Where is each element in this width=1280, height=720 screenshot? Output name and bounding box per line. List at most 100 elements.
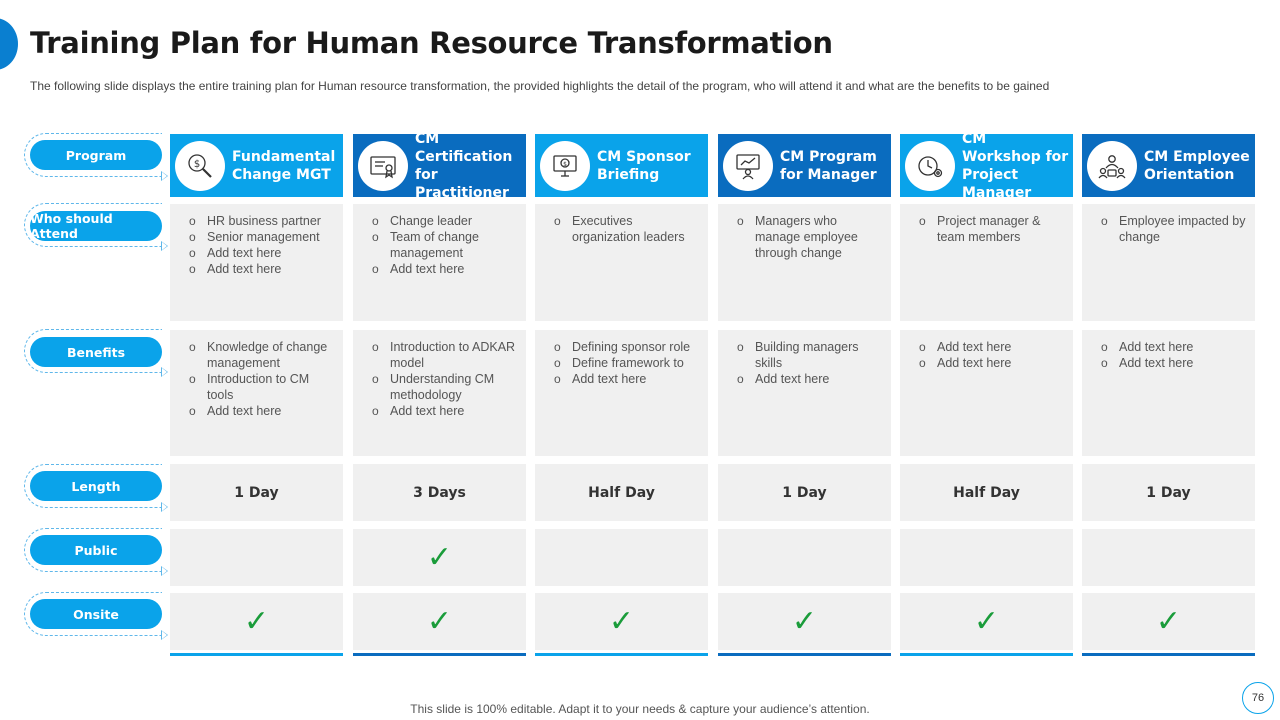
employee-group-icon [1087,140,1137,191]
attendees-list: Employee impacted by change [1082,204,1255,245]
public-cell [718,529,891,586]
attendees-cell: Employee impacted by change [1082,204,1255,321]
attendee-item: Add text here [372,261,520,277]
onsite-cell: ✓ [170,593,343,650]
monitor-money-icon: $ [540,140,590,191]
onsite-cell: ✓ [535,593,708,650]
benefits-list: Add text hereAdd text here [900,330,1073,371]
benefits-cell: Defining sponsor roleDefine framework to… [535,330,708,456]
onsite-cell: ✓ [900,593,1073,650]
column-accent-bar [535,653,708,656]
benefit-item: Add text here [919,339,1067,355]
benefit-item: Add text here [1101,339,1249,355]
benefit-item: Add text here [1101,355,1249,371]
row-connector [24,133,168,181]
program-header: CM Workshop for Project Manager [900,131,1073,201]
benefits-cell: Introduction to ADKAR modelUnderstanding… [353,330,526,456]
attendees-list: Change leaderTeam of change managementAd… [353,204,526,277]
length-cell: 1 Day [1082,464,1255,521]
benefit-item: Add text here [372,403,520,419]
row-label-public: Public [30,535,162,565]
program-header: $ Fundamental Change MGT [170,134,343,197]
page-number: 76 [1242,682,1274,714]
column-accent-bar [718,653,891,656]
program-title: Fundamental Change MGT [232,148,336,183]
svg-text:$: $ [563,161,567,168]
check-icon: ✓ [243,603,270,639]
benefit-item: Introduction to CM tools [189,371,337,403]
program-title: CM Employee Orientation [1144,148,1250,183]
length-cell: Half Day [535,464,708,521]
program-header: CM Program for Manager [718,134,891,197]
length-cell: 1 Day [170,464,343,521]
column-accent-bar [900,653,1073,656]
benefit-item: Add text here [737,371,885,387]
footer-note: This slide is 100% editable. Adapt it to… [410,702,870,716]
public-cell [900,529,1073,586]
program-title: CM Sponsor Briefing [597,148,691,183]
benefit-item: Add text here [554,371,702,387]
onsite-cell: ✓ [1082,593,1255,650]
row-connector [24,464,168,512]
public-cell [1082,529,1255,586]
benefit-item: Introduction to ADKAR model [372,339,520,371]
attendees-list: Executives organization leaders [535,204,708,245]
onsite-cell: ✓ [718,593,891,650]
attendee-item: Add text here [189,245,337,261]
certificate-icon [358,140,408,191]
benefits-list: Introduction to ADKAR modelUnderstanding… [353,330,526,419]
row-connector [24,203,168,251]
program-header: CM Employee Orientation [1082,134,1255,197]
row-connector [24,329,168,377]
money-magnifier-icon: $ [175,140,225,191]
attendee-item: Employee impacted by change [1101,213,1249,245]
row-label-benefits: Benefits [30,337,162,367]
attendee-item: Executives organization leaders [554,213,702,245]
public-cell [170,529,343,586]
row-connector [24,528,168,576]
svg-text:$: $ [194,159,200,170]
attendees-list: HR business partnerSenior managementAdd … [170,204,343,277]
program-title: CM Certification for Practitioner [415,130,513,201]
benefit-item: Understanding CM methodology [372,371,520,403]
benefit-item: Defining sponsor role [554,339,702,355]
program-title: CM Program for Manager [780,148,877,183]
attendees-cell: Executives organization leaders [535,204,708,321]
page-title: Training Plan for Human Resource Transfo… [30,26,833,60]
benefits-cell: Add text hereAdd text here [900,330,1073,456]
row-label-who-should-attend: Who should Attend [30,211,162,241]
attendee-item: Project manager & team members [919,213,1067,245]
benefit-item: Knowledge of change management [189,339,337,371]
attendees-list: Project manager & team members [900,204,1073,245]
benefit-item: Add text here [189,403,337,419]
attendees-cell: Project manager & team members [900,204,1073,321]
check-icon: ✓ [973,603,1000,639]
attendees-list: Managers who manage employee through cha… [718,204,891,261]
program-header: CM Certification for Practitioner [353,131,526,201]
check-icon: ✓ [608,603,635,639]
attendee-item: Senior management [189,229,337,245]
column-accent-bar [170,653,343,656]
attendee-item: Change leader [372,213,520,229]
attendee-item: Managers who manage employee through cha… [737,213,885,261]
corner-decoration [0,18,18,70]
attendees-cell: Managers who manage employee through cha… [718,204,891,321]
public-cell [535,529,708,586]
benefit-item: Building managers skills [737,339,885,371]
attendee-item: Add text here [189,261,337,277]
check-icon: ✓ [1155,603,1182,639]
page-subtitle: The following slide displays the entire … [30,79,1050,93]
row-label-onsite: Onsite [30,599,162,629]
public-cell: ✓ [353,529,526,586]
benefit-item: Define framework to [554,355,702,371]
benefits-cell: Knowledge of change managementIntroducti… [170,330,343,456]
column-accent-bar [353,653,526,656]
check-icon: ✓ [791,603,818,639]
length-cell: 1 Day [718,464,891,521]
presentation-board-icon [723,140,773,191]
attendees-cell: Change leaderTeam of change managementAd… [353,204,526,321]
onsite-cell: ✓ [353,593,526,650]
program-header: $ CM Sponsor Briefing [535,134,708,197]
clock-gear-icon [905,140,955,191]
attendee-item: Team of change management [372,229,520,261]
